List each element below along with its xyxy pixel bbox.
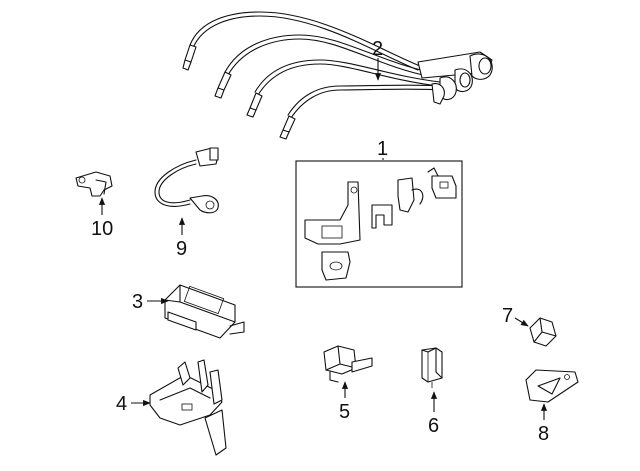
callout-3: 3 [132, 291, 169, 313]
callout-9: 9 [176, 217, 187, 260]
callout-1-label: 1 [377, 138, 388, 160]
callout-5: 5 [339, 381, 350, 423]
callout-8-label: 8 [538, 423, 549, 445]
spark-plug-wire-set [182, 11, 493, 140]
callout-9-label: 9 [176, 238, 187, 260]
engine-control-module [164, 284, 245, 339]
callout-2-label: 2 [372, 38, 383, 60]
callout-4-label: 4 [116, 393, 127, 415]
callout-6-label: 6 [428, 415, 439, 437]
relay-with-bracket [323, 345, 373, 383]
callout-1: 1 [377, 138, 388, 160]
sensor-clip [75, 171, 113, 197]
callout-7: 7 [502, 305, 529, 327]
module-bracket [149, 359, 227, 456]
callout-7-label: 7 [502, 305, 513, 327]
callout-3-label: 3 [132, 291, 143, 313]
knock-sensor [154, 147, 219, 214]
callout-4: 4 [116, 393, 151, 415]
bracket-kit-box [295, 160, 463, 288]
triangular-bracket [525, 369, 579, 403]
callout-6: 6 [428, 391, 439, 437]
callout-10: 10 [91, 197, 113, 240]
callout-5-label: 5 [339, 401, 350, 423]
relay [421, 347, 443, 388]
callout-8: 8 [538, 403, 549, 445]
callout-2: 2 [372, 38, 383, 81]
small-sensor [529, 317, 557, 347]
callout-10-label: 10 [91, 218, 113, 240]
